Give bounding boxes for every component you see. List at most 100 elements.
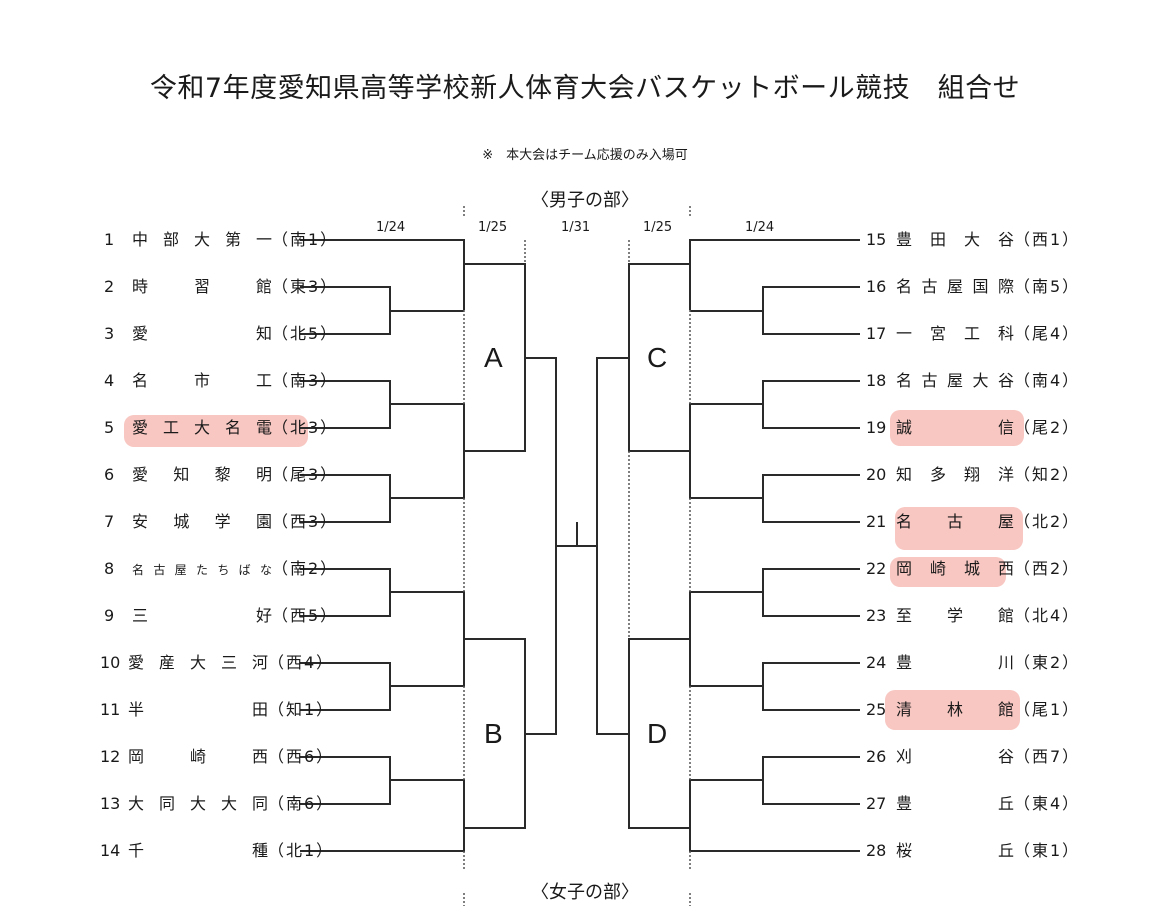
team-name: 千種 <box>128 841 268 860</box>
team-name: 誠信 <box>896 418 1014 437</box>
team-name: 名古屋大谷 <box>896 371 1014 390</box>
team-entry: 24 豊川（東2） <box>866 652 1080 674</box>
team-region: （東2） <box>1014 653 1081 672</box>
team-region: （尾3） <box>272 465 339 484</box>
team-name: 清林館 <box>896 700 1014 719</box>
team-region: （北3） <box>272 418 339 437</box>
team-name: 半田 <box>128 700 268 719</box>
highlight-team-21 <box>895 507 1023 550</box>
team-name: 刈谷 <box>896 747 1014 766</box>
team-seed: 16 <box>866 277 887 296</box>
team-region: （南5） <box>1014 277 1081 296</box>
team-seed: 21 <box>866 512 887 531</box>
team-seed: 24 <box>866 653 887 672</box>
team-region: （東3） <box>272 277 339 296</box>
team-name: 豊川 <box>896 653 1014 672</box>
team-seed: 23 <box>866 606 887 625</box>
team-name: 大同大大同 <box>128 794 268 813</box>
team-seed: 9 <box>104 606 115 625</box>
team-region: （知2） <box>1014 465 1081 484</box>
date-final: 1/31 <box>561 220 591 235</box>
team-seed: 19 <box>866 418 887 437</box>
team-seed: 4 <box>104 371 115 390</box>
team-entry: 15 豊田大谷（西1） <box>866 229 1080 251</box>
team-region: （南6） <box>268 794 335 813</box>
team-seed: 27 <box>866 794 887 813</box>
team-name: 名古屋国際 <box>896 277 1014 296</box>
team-name: 至学館 <box>896 606 1014 625</box>
team-entry: 2 時習館（東3） <box>104 276 338 298</box>
team-seed: 5 <box>104 418 115 437</box>
team-seed: 2 <box>104 277 115 296</box>
team-name: 名古屋 <box>896 512 1014 531</box>
team-name: 名古屋たちばな <box>132 563 272 577</box>
date-left-round2: 1/25 <box>478 220 508 235</box>
team-name: 岡崎城西 <box>896 559 1014 578</box>
team-name: 桜丘 <box>896 841 1014 860</box>
team-seed: 20 <box>866 465 887 484</box>
team-name: 知多翔洋 <box>896 465 1014 484</box>
highlight-team-5 <box>124 415 308 447</box>
highlight-team-25 <box>885 690 1020 730</box>
date-right-round2: 1/25 <box>643 220 673 235</box>
team-region: （西1） <box>1014 230 1081 249</box>
team-seed: 14 <box>100 841 121 860</box>
team-name: 時習館 <box>132 277 272 296</box>
team-seed: 13 <box>100 794 121 813</box>
team-seed: 25 <box>866 700 887 719</box>
page-title: 令和7年度愛知県高等学校新人体育大会バスケットボール競技 組合せ <box>149 73 1021 104</box>
team-entry: 16 名古屋国際（南5） <box>866 276 1080 298</box>
team-seed: 7 <box>104 512 115 531</box>
team-seed: 18 <box>866 371 887 390</box>
team-region: （西4） <box>268 653 335 672</box>
team-name: 名市工 <box>132 371 272 390</box>
girls-section-heading: 〈女子の部〉 <box>531 882 639 903</box>
team-seed: 3 <box>104 324 115 343</box>
team-seed: 12 <box>100 747 121 766</box>
team-region: （西6） <box>268 747 335 766</box>
team-name: 岡崎西 <box>128 747 268 766</box>
team-region: （北2） <box>1014 512 1081 531</box>
team-region: （西7） <box>1014 747 1081 766</box>
team-region: （南1） <box>272 230 339 249</box>
team-seed: 10 <box>100 653 121 672</box>
team-region: （西3） <box>272 512 339 531</box>
team-entry: 10 愛産大三河（西4） <box>100 652 334 674</box>
team-region: （南2） <box>272 559 339 578</box>
team-name: 愛知黎明 <box>132 465 272 484</box>
team-name: 愛産大三河 <box>128 653 268 672</box>
team-region: （西2） <box>1014 559 1081 578</box>
team-seed: 26 <box>866 747 887 766</box>
team-entry-highlighted: 21 名古屋（北2） <box>866 511 1080 533</box>
team-entry: 7 安城学園（西3） <box>104 511 338 533</box>
team-seed: 15 <box>866 230 887 249</box>
team-entry: 3 愛知（北5） <box>104 323 338 345</box>
team-entry: 4 名市工（南3） <box>104 370 338 392</box>
block-label-b: B <box>484 718 503 749</box>
team-entry-highlighted: 22 岡崎城西（西2） <box>866 558 1080 580</box>
team-region: （東4） <box>1014 794 1081 813</box>
admission-note: ※ 本大会はチーム応援のみ入場可 <box>482 148 688 163</box>
highlight-team-22 <box>890 557 1006 587</box>
team-region: （東1） <box>1014 841 1081 860</box>
team-region: （北5） <box>272 324 339 343</box>
highlight-team-19 <box>890 410 1024 446</box>
team-entry: 9 三好（西5） <box>104 605 338 627</box>
team-name: 愛知 <box>132 324 272 343</box>
team-name: 三好 <box>132 606 272 625</box>
team-region: （西5） <box>272 606 339 625</box>
team-name: 安城学園 <box>132 512 272 531</box>
team-region: （南3） <box>272 371 339 390</box>
team-seed: 22 <box>866 559 887 578</box>
team-name: 豊田大谷 <box>896 230 1014 249</box>
team-seed: 1 <box>104 230 115 249</box>
team-entry: 13 大同大大同（南6） <box>100 793 334 815</box>
